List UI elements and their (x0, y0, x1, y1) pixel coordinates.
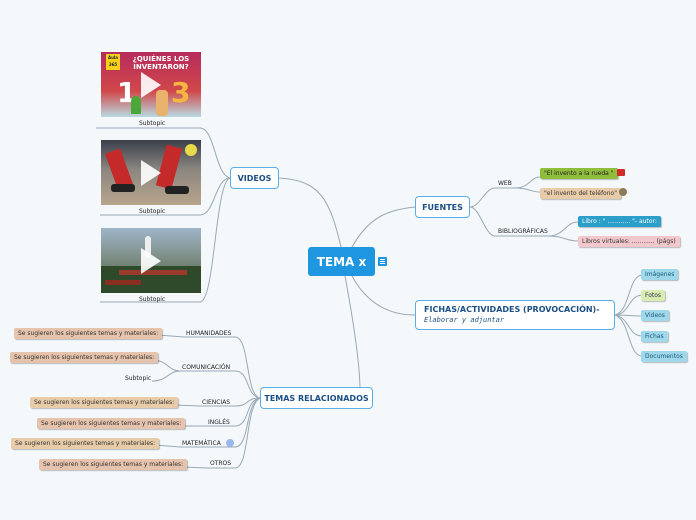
libros-virtuales-item[interactable]: Libros virtuales: ............ (págs) (578, 236, 680, 247)
fichas-fotos[interactable]: Fotos (641, 290, 666, 301)
videos-label: VIDEOS (237, 173, 272, 183)
suggestion-humanidades[interactable]: Se sugieren los siguientes temas y mater… (14, 328, 163, 339)
aula-logo: Aula 365 (106, 54, 120, 70)
category-otros[interactable]: OTROS (210, 460, 232, 467)
video-thumbnail-2[interactable] (101, 140, 201, 205)
globe-icon[interactable] (619, 188, 627, 196)
temas-relacionados-topic[interactable]: TEMAS RELACIONADOS (260, 387, 373, 409)
web-label[interactable]: WEB (498, 180, 512, 187)
fichas-fichas[interactable]: Fichas (641, 331, 668, 342)
fuentes-topic[interactable]: FUENTES (415, 196, 470, 218)
suggestion-ciencias[interactable]: Se sugieren los siguientes temas y mater… (30, 397, 179, 408)
pdf-icon[interactable] (617, 169, 625, 176)
video-caption-2: Subtopic (139, 208, 166, 215)
temas-label: TEMAS RELACIONADOS (264, 393, 369, 403)
thumb-title: ¿QUIÉNES LOS INVENTARON? (132, 55, 190, 71)
category-ciencias[interactable]: CIENCIAS (202, 399, 231, 406)
fichas-documentos[interactable]: Documentos (641, 351, 687, 362)
play-icon (141, 72, 161, 98)
central-title: TEMA x (316, 254, 367, 269)
category-ingles[interactable]: INGLÉS (208, 419, 230, 426)
suggestion-ingles[interactable]: Se sugieren los siguientes temas y mater… (37, 418, 186, 429)
fichas-label-b: IVIDADES (PROVOCACIÓN)- (477, 305, 600, 314)
web-link-telefono[interactable]: "el invento del teléfono" (540, 188, 621, 199)
video-thumbnail-3[interactable] (101, 228, 201, 293)
play-icon (141, 248, 161, 274)
circle-marker-icon (226, 439, 234, 447)
fichas-videos[interactable]: Videos (641, 310, 669, 321)
fichas-topic[interactable]: FICHAS/ACTIVIDADES (PROVOCACIÓN)- Elabor… (415, 300, 615, 330)
web-link-rueda[interactable]: "El invento a la rueda " (540, 168, 618, 179)
category-comunicacion[interactable]: COMUNICACIÓN (182, 364, 231, 371)
central-topic[interactable]: TEMA x (308, 247, 375, 276)
suggestion-matematica[interactable]: Se sugieren los siguientes temas y mater… (11, 438, 160, 449)
note-icon[interactable] (378, 257, 387, 266)
thumb-number-3: 3 (171, 76, 191, 109)
category-matematica[interactable]: MATEMÁTICA (182, 440, 221, 447)
video-caption-3: Subtopic (139, 296, 166, 303)
subtopic-comunicacion[interactable]: Subtopic (125, 375, 152, 382)
badge-icon (185, 144, 197, 156)
bibliograficas-label[interactable]: BIBLIOGRÁFICAS (498, 228, 548, 235)
fichas-imagenes[interactable]: Imágenes (641, 269, 679, 280)
videos-topic[interactable]: VIDEOS (230, 167, 279, 189)
video-thumbnail-1[interactable]: Aula 365 ¿QUIÉNES LOS INVENTARON? 1 3 (101, 52, 201, 117)
play-icon (141, 160, 161, 186)
fichas-sublabel: Elaborar y adjuntar (424, 316, 505, 324)
fuentes-label: FUENTES (422, 202, 463, 212)
libro-item[interactable]: Libro : " ............ "- autor: (578, 216, 661, 227)
video-caption-1: Subtopic (139, 120, 166, 127)
suggestion-otros[interactable]: Se sugieren los siguientes temas y mater… (39, 459, 188, 470)
category-humanidades[interactable]: HUMANIDADES (186, 330, 232, 337)
suggestion-comunicacion[interactable]: Se sugieren los siguientes temas y mater… (10, 352, 159, 363)
fichas-label-a: FICHAS/ACT (424, 305, 478, 314)
